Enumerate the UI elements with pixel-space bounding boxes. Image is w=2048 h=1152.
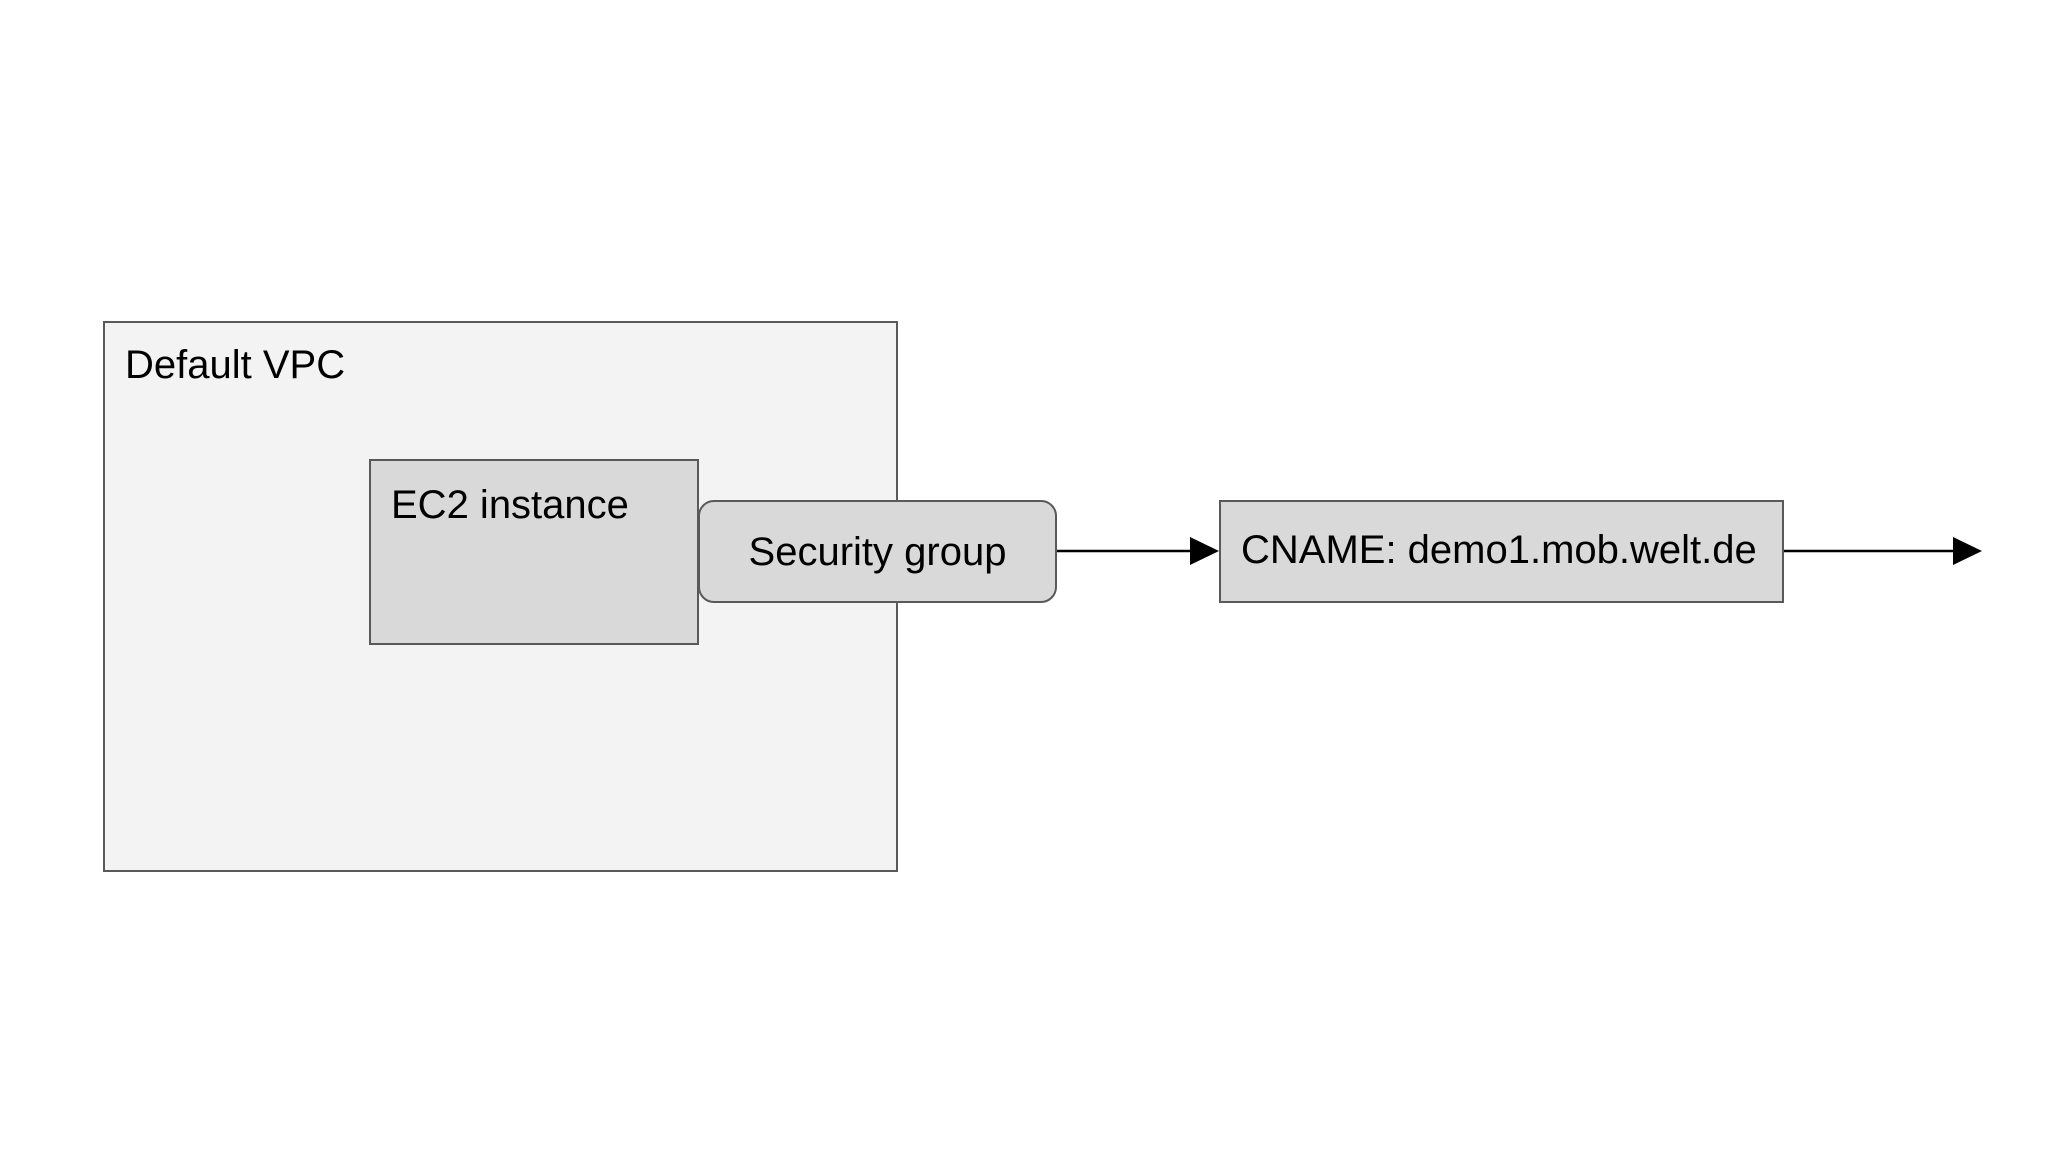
ec2-instance-label: EC2 instance (391, 483, 629, 527)
default-vpc-label: Default VPC (125, 343, 346, 387)
arrow-security-group-to-cname (1057, 537, 1219, 565)
security-group-node: Security group (698, 500, 1057, 603)
ec2-instance-node: EC2 instance (369, 459, 699, 645)
arrowhead-sg-cname (1190, 537, 1219, 565)
arrowhead-cname-outbound (1953, 537, 1982, 565)
cname-node: CNAME: demo1.mob.welt.de (1219, 500, 1784, 603)
cname-label: CNAME: demo1.mob.welt.de (1241, 528, 1757, 572)
security-group-label: Security group (748, 529, 1007, 574)
arrow-cname-outbound (1784, 537, 1982, 565)
